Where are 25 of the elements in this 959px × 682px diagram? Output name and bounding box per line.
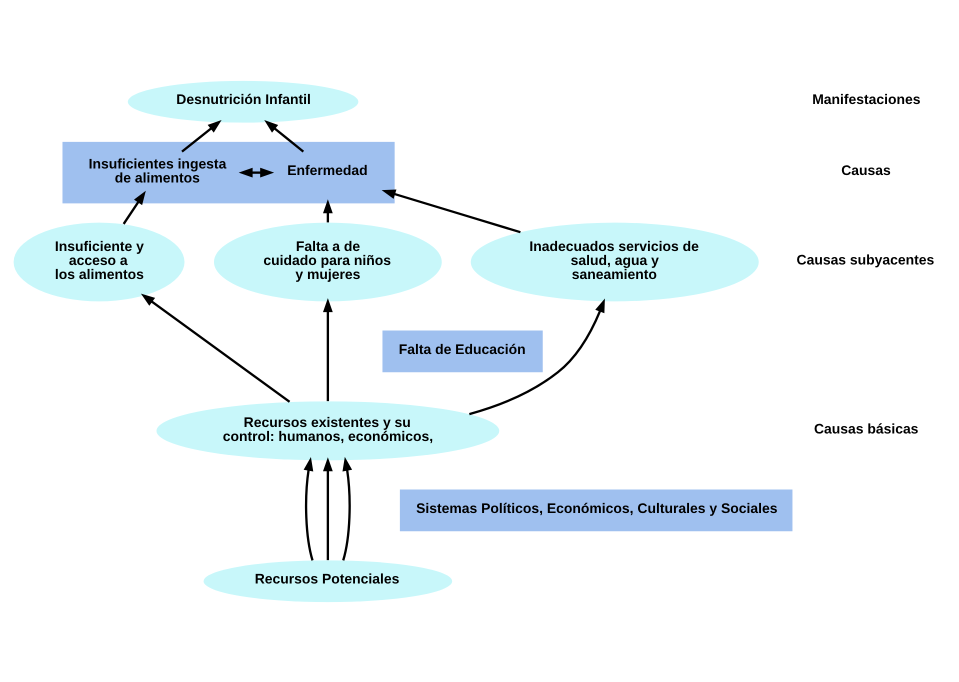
arrow xyxy=(140,293,290,402)
node-ellipse: Falta a de cuidado para niños y mujeres xyxy=(213,222,442,301)
label: Causas subyacentes xyxy=(796,250,934,267)
node-ellipse: Insuficiente y acceso a los alimentos xyxy=(13,222,184,301)
node-ellipse: Inadecuados servicios de salud, agua y saneamiento xyxy=(470,222,758,301)
node-ellipse: Desnutrición Infantil xyxy=(127,80,358,122)
label: Causas básicas xyxy=(813,420,918,436)
label: Manifestaciones xyxy=(812,90,920,107)
arrow xyxy=(381,188,520,233)
arrow xyxy=(342,456,352,560)
node-ellipse: Recursos Potenciales xyxy=(203,560,452,602)
arrow xyxy=(322,298,332,401)
arrow xyxy=(303,456,314,560)
label: Causas xyxy=(840,162,890,178)
cluster xyxy=(62,141,394,203)
node-text: Enfermedad xyxy=(286,162,368,178)
node-box: Falta de Educación xyxy=(382,330,542,372)
arrow xyxy=(322,198,332,222)
arrow xyxy=(322,456,332,560)
node-text: Insuficientes ingesta de alimentos xyxy=(88,155,226,186)
node-ellipse: Recursos existentes y su control: humanos, económicos, xyxy=(156,400,499,460)
node-box: Sistemas Políticos, Económicos, Culturales y Sociales xyxy=(399,488,792,531)
arrow xyxy=(122,190,146,224)
arrow xyxy=(468,298,604,415)
arrow xyxy=(238,167,274,178)
